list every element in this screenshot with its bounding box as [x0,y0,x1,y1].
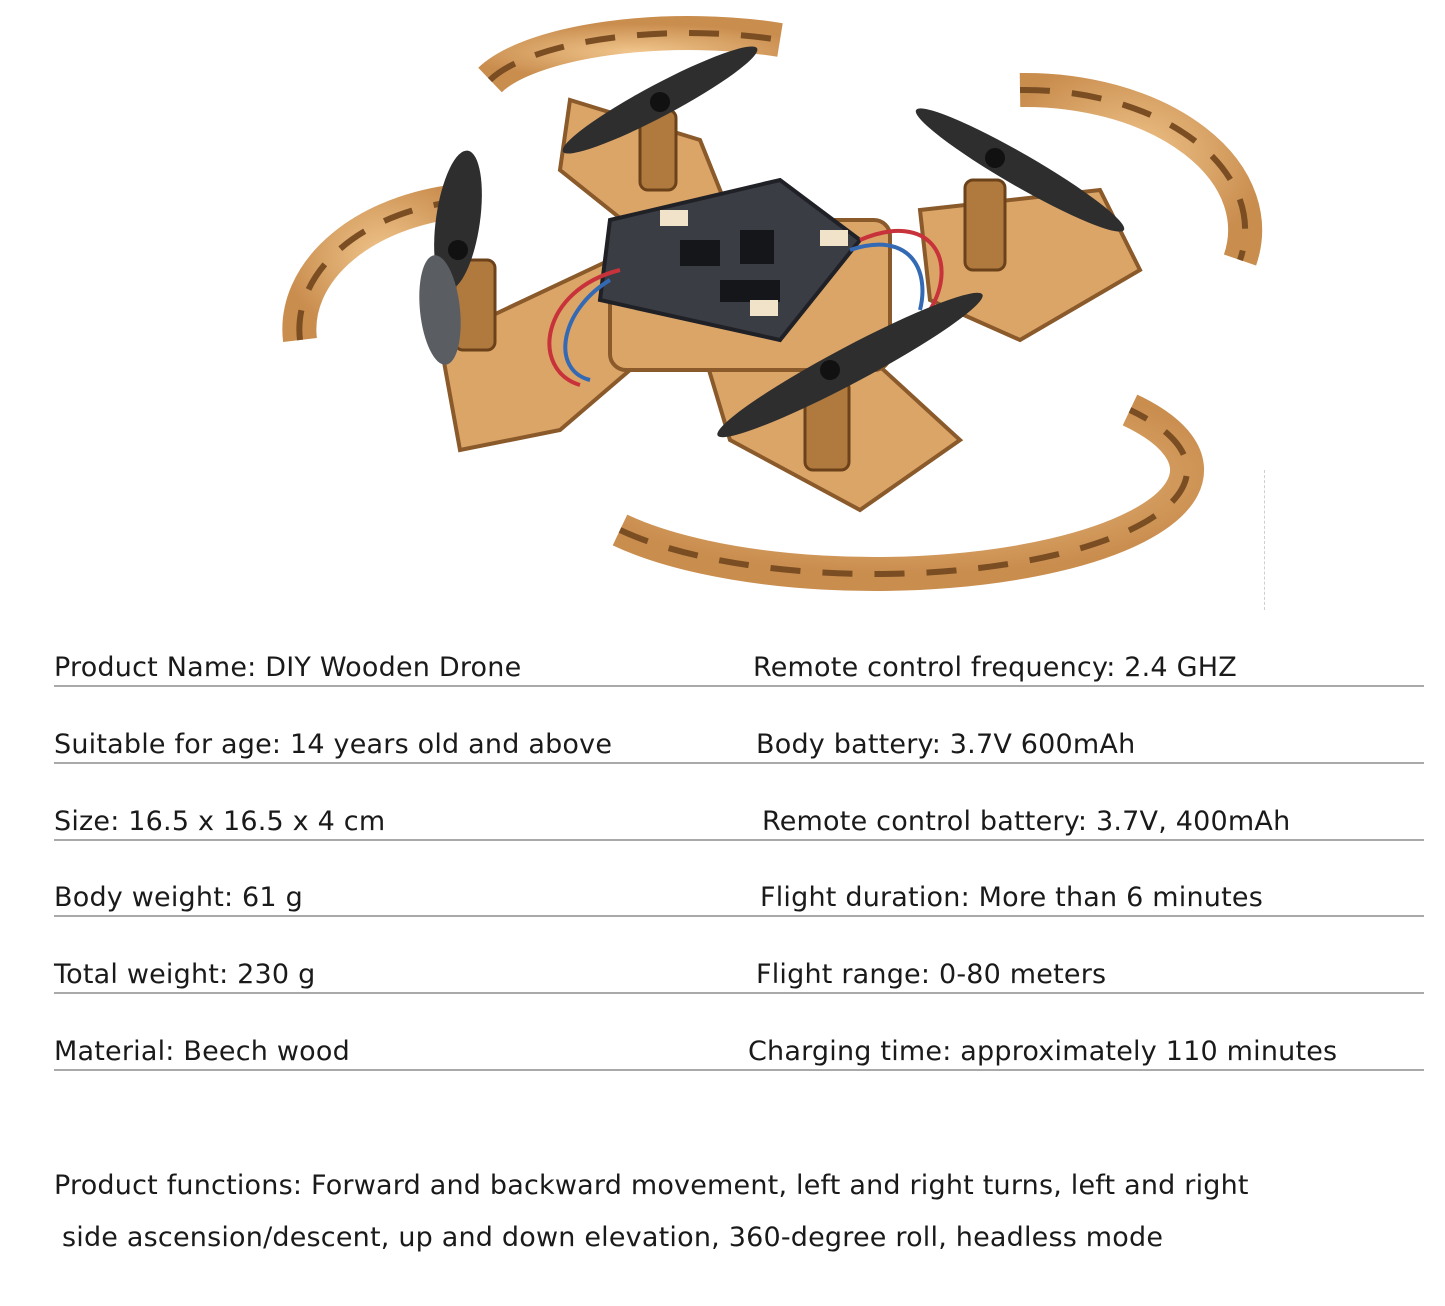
spec-charging-time: Charging time: approximately 110 minutes [748,1036,1338,1067]
circuit-board [597,177,863,343]
spec-row: Total weight: 230 g Flight range: 0-80 m… [54,952,1424,994]
spec-size: Size: 16.5 x 16.5 x 4 cm [54,806,386,837]
spec-remote-battery: Remote control battery: 3.7V, 400mAh [762,806,1291,837]
spec-material: Material: Beech wood [54,1036,350,1067]
spec-body-weight: Body weight: 61 g [54,882,303,913]
spec-body-battery: Body battery: 3.7V 600mAh [756,729,1136,760]
spec-row: Product Name: DIY Wooden Drone Remote co… [54,645,1424,687]
spec-flight-range: Flight range: 0-80 meters [756,959,1107,990]
propellers [419,46,1125,438]
faint-divider-line [1264,470,1265,610]
spec-row: Body weight: 61 g Flight duration: More … [54,875,1424,917]
spec-flight-duration: Flight duration: More than 6 minutes [760,882,1263,913]
spec-row: Suitable for age: 14 years old and above… [54,722,1424,764]
spec-suitable-age: Suitable for age: 14 years old and above [54,729,613,760]
spec-row: Size: 16.5 x 16.5 x 4 cm Remote control … [54,799,1424,841]
functions-line-2: side ascension/descent, up and down elev… [62,1222,1164,1253]
drone-product-image [282,15,1263,592]
functions-line-1: Product functions: Forward and backward … [54,1170,1249,1201]
product-functions: Product functions: Forward and backward … [54,1160,1424,1264]
spec-total-weight: Total weight: 230 g [54,959,316,990]
motors [453,108,1007,472]
wires [547,228,944,387]
spec-remote-frequency: Remote control frequency: 2.4 GHZ [753,652,1237,683]
spec-row: Material: Beech wood Charging time: appr… [54,1029,1424,1071]
spec-product-name: Product Name: DIY Wooden Drone [54,652,522,683]
